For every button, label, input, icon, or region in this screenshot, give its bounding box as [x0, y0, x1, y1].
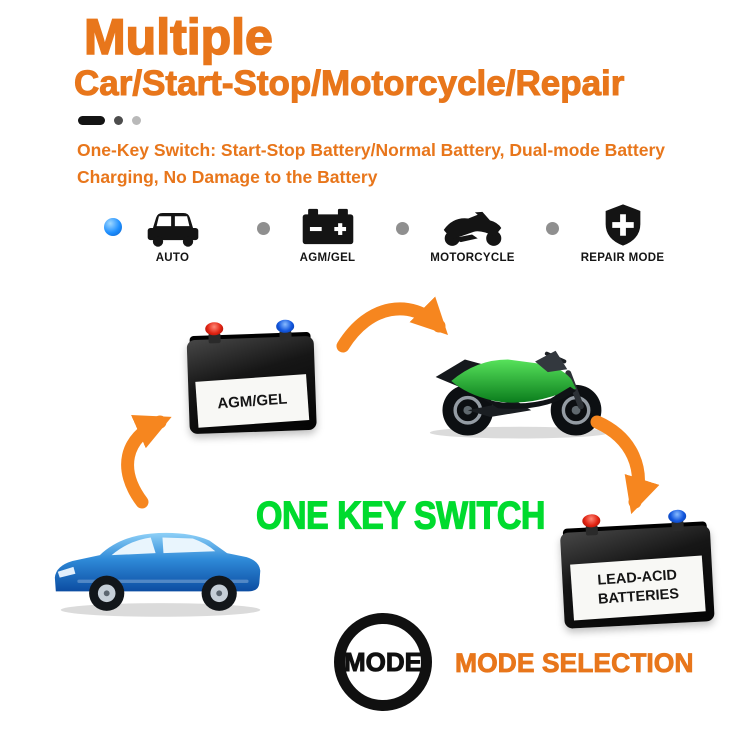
car-icon: [130, 203, 215, 247]
arrow-up: [121, 414, 172, 509]
agm-gel-battery: AGM/GEL: [186, 324, 317, 435]
one-key-switch-caption: ONE KEY SWITCH: [255, 493, 546, 538]
carousel-indicator: [78, 116, 141, 125]
mode-motorcycle: MOTORCYCLE: [420, 203, 525, 264]
battery-label: AGM/GEL: [195, 374, 310, 428]
carousel-dot: [132, 116, 141, 125]
battery-label: LEAD-ACID BATTERIES: [570, 555, 706, 621]
car-image: [54, 532, 261, 617]
motorcycle-icon: [420, 203, 525, 247]
mode-repair: REPAIR MODE: [570, 203, 675, 264]
mode-agm-gel: AGM/GEL: [285, 203, 370, 264]
feature-description: One-Key Switch: Start-Stop Battery/Norma…: [77, 140, 665, 188]
mode-selection-caption: MODE SELECTION: [455, 648, 694, 679]
arrow-right: [336, 296, 449, 353]
shield-plus-icon: [570, 203, 675, 247]
mode-agm-gel-label: AGM/GEL: [299, 252, 356, 264]
battery-icon: [285, 203, 370, 247]
lead-acid-battery: LEAD-ACID BATTERIES: [559, 513, 715, 629]
mode-repair-label: REPAIR MODE: [580, 252, 665, 264]
mode-auto: AUTO: [130, 203, 215, 264]
red-terminal: [581, 519, 602, 536]
page-subtitle: Car/Start-Stop/Motorcycle/Repair: [73, 64, 625, 104]
mode-auto-label: AUTO: [155, 252, 190, 264]
mode-button-icon: MODE: [334, 613, 432, 711]
red-terminal: [204, 327, 225, 344]
mode-button-label: MODE: [344, 646, 423, 677]
blue-terminal: [275, 324, 296, 341]
carousel-pill: [78, 116, 105, 125]
separator-dot: [546, 222, 559, 235]
blue-indicator-dot: [104, 218, 122, 236]
arrow-down: [590, 415, 660, 515]
blue-terminal: [667, 514, 688, 531]
carousel-dot: [114, 116, 123, 125]
page-title: Multiple: [83, 8, 273, 66]
separator-dot: [396, 222, 409, 235]
motorcycle-image: [429, 350, 610, 439]
mode-motorcycle-label: MOTORCYCLE: [430, 252, 515, 264]
separator-dot: [257, 222, 270, 235]
